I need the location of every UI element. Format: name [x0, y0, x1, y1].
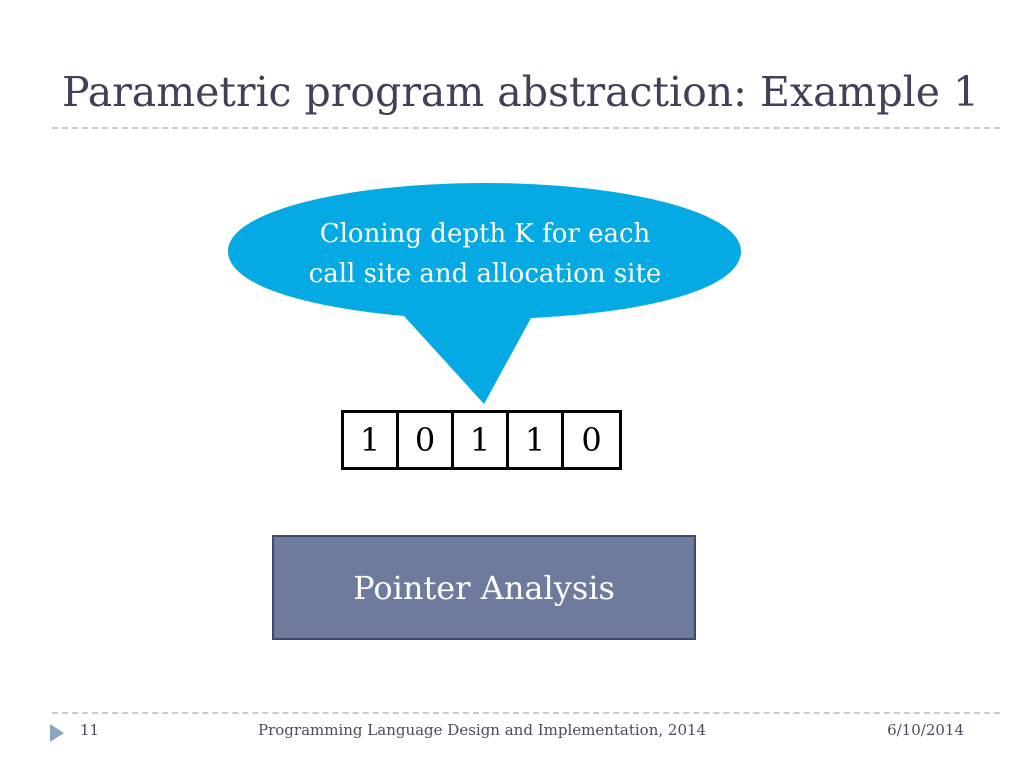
callout-line-1: Cloning depth K for each	[319, 219, 651, 249]
bit-cell: 1	[454, 413, 509, 467]
slide-number: 11	[80, 721, 100, 739]
footer-course-title: Programming Language Design and Implemen…	[258, 721, 707, 739]
bit-cell: 0	[581, 421, 602, 459]
footer-divider	[52, 712, 1000, 714]
callout-text: Cloning depth K for each call site and a…	[290, 214, 680, 294]
pointer-analysis-box: Pointer Analysis	[272, 535, 696, 640]
title-divider	[52, 127, 1000, 129]
bit-cell: 1	[509, 413, 564, 467]
pointer-analysis-label: Pointer Analysis	[353, 568, 615, 607]
triangle-bullet-icon	[50, 724, 64, 742]
bit-cell: 1	[344, 413, 399, 467]
bit-cell: 0	[399, 413, 454, 467]
bit-vector: 1 0 1 1 0	[341, 410, 622, 470]
footer-date: 6/10/2014	[887, 721, 964, 739]
slide-title: Parametric program abstraction: Example …	[62, 68, 980, 116]
callout-line-2: call site and allocation site	[308, 259, 662, 289]
